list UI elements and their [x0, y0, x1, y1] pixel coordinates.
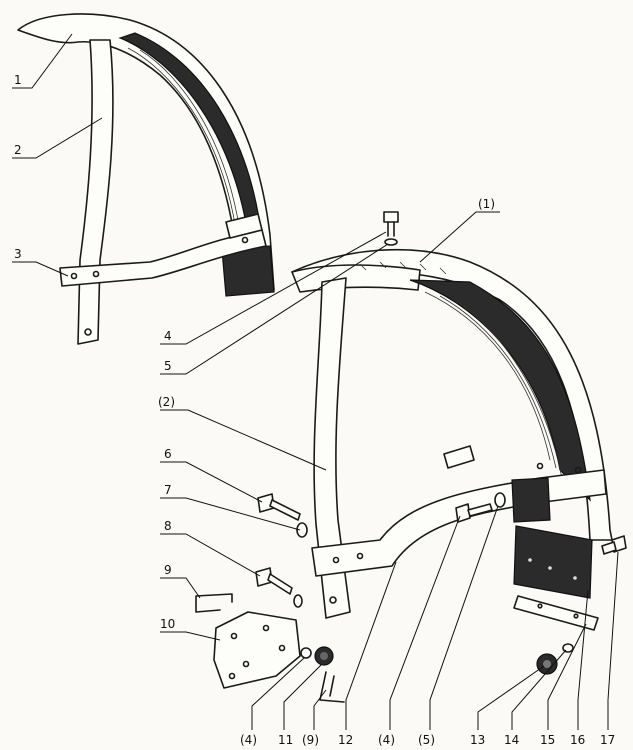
hardware-parts — [195, 211, 627, 703]
callout-6: 6 — [164, 447, 172, 461]
small-fender-assembly — [17, 13, 275, 345]
callout-bottom-14: 14 — [504, 733, 519, 747]
callout-labels: 1 2 3 4 5 (1) (2) 6 7 8 9 10 (4) 11 (9) … — [14, 73, 615, 747]
callout-7: 7 — [164, 483, 172, 497]
callout-bottom-4a: (4) — [240, 733, 257, 747]
callout-1b: (1) — [478, 197, 495, 211]
callout-3: 3 — [14, 247, 22, 261]
callout-bottom-9: (9) — [302, 733, 319, 747]
callout-bottom-15: 15 — [540, 733, 555, 747]
callout-8: 8 — [164, 519, 172, 533]
leader-lines — [12, 33, 619, 730]
callout-bottom-12: 12 — [338, 733, 353, 747]
callout-bottom-13: 13 — [470, 733, 485, 747]
callout-bottom-5: (5) — [418, 733, 435, 747]
large-fender-assembly — [291, 248, 613, 631]
callout-2: 2 — [14, 143, 22, 157]
callout-9: 9 — [164, 563, 172, 577]
callout-bottom-11: 11 — [278, 733, 293, 747]
callout-bottom-16: 16 — [570, 733, 585, 747]
callout-5: 5 — [164, 359, 172, 373]
callout-4: 4 — [164, 329, 172, 343]
callout-1: 1 — [14, 73, 22, 87]
callout-bottom-17: 17 — [600, 733, 615, 747]
callout-10: 10 — [160, 617, 175, 631]
callout-bottom-4b: (4) — [378, 733, 395, 747]
callout-2b: (2) — [158, 395, 175, 409]
